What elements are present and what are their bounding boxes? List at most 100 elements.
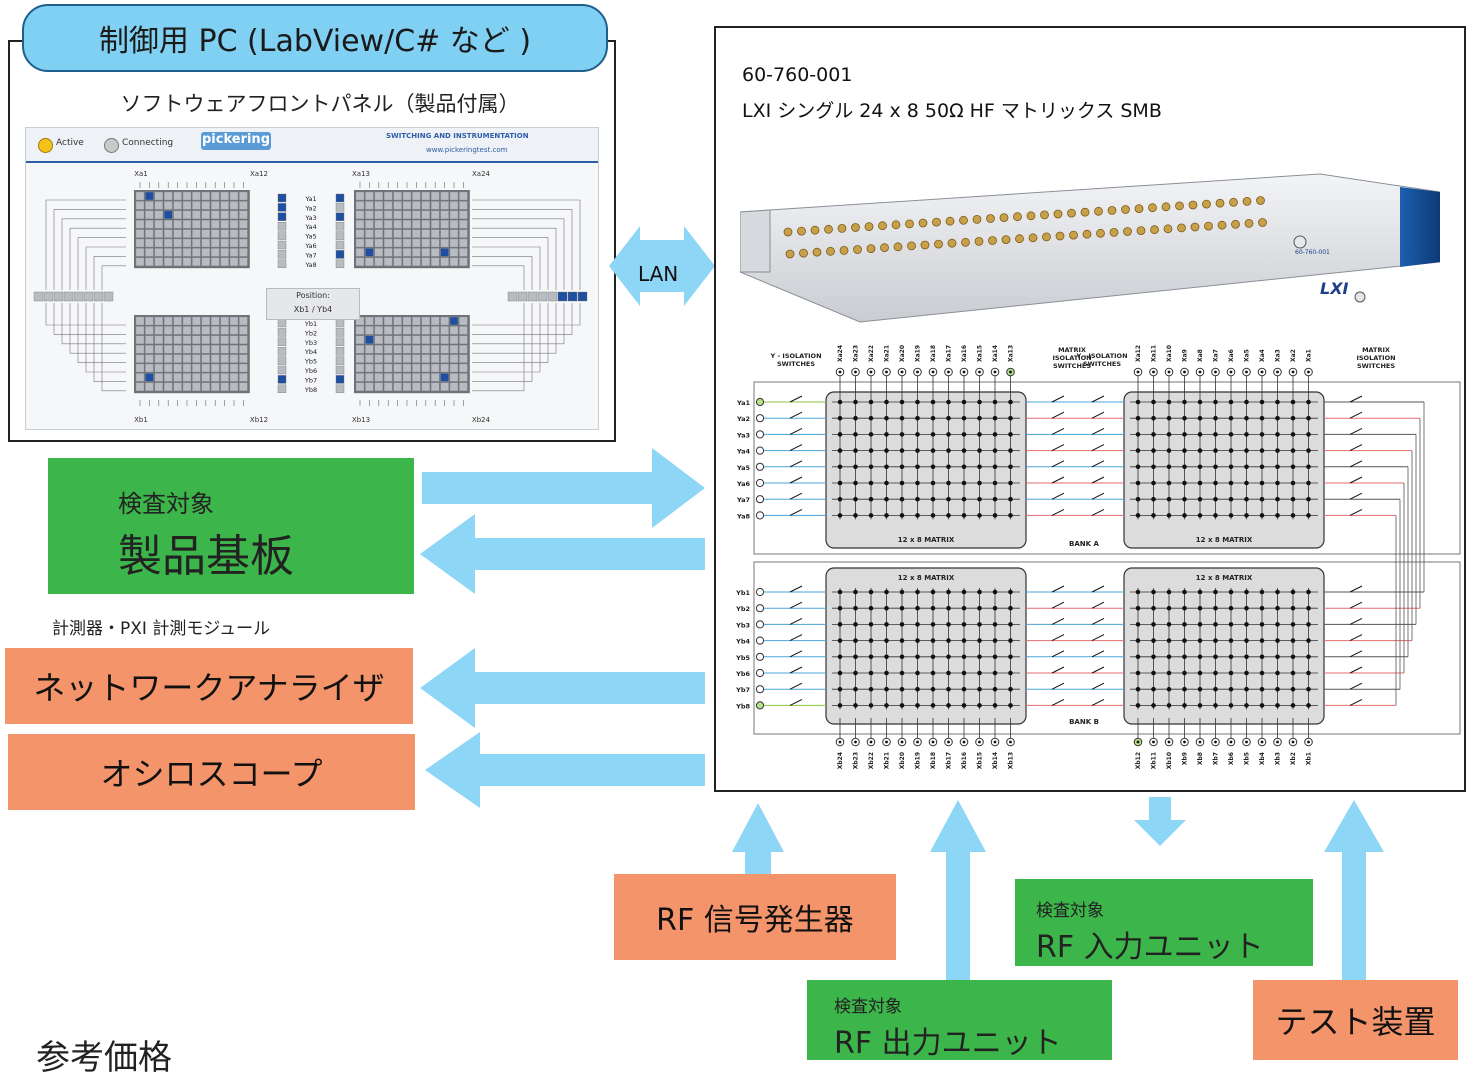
panel-switch-cell xyxy=(402,373,412,382)
panel-switch-cell xyxy=(220,248,229,257)
panel-switch-cell xyxy=(421,382,430,392)
switch-contact-icon xyxy=(789,411,803,419)
smb-connector-icon xyxy=(839,246,849,255)
front-part-number: 60-760-001 xyxy=(1295,249,1330,256)
panel-switch-cell xyxy=(365,363,374,373)
panel-switch-cell xyxy=(384,335,393,345)
panel-switch-cell xyxy=(145,326,154,335)
module-part-number: 60-760-001 xyxy=(742,64,853,86)
panel-route-line xyxy=(472,265,525,290)
xb-terminal-label: Xb17 xyxy=(946,752,953,769)
crosspoint-dot-icon xyxy=(915,703,920,708)
panel-bus-cell xyxy=(43,291,54,302)
crosspoint-dot-icon xyxy=(1135,399,1141,405)
panel-switch-cell xyxy=(355,326,365,335)
crosspoint-dot-icon xyxy=(868,686,874,692)
panel-bus-cell xyxy=(527,291,538,302)
panel-route-line xyxy=(77,303,126,363)
panel-switch-cell xyxy=(459,238,468,248)
crosspoint-dot-icon xyxy=(977,703,982,708)
panel-x-label: Xa12 xyxy=(250,170,268,178)
smb-connector-icon xyxy=(1107,206,1117,215)
panel-switch-cell xyxy=(365,373,374,382)
panel-switch-cell xyxy=(431,229,440,238)
panel-switch-cell xyxy=(440,354,449,363)
panel-switch-cell xyxy=(355,382,365,392)
crosspoint-dot-icon xyxy=(977,686,982,692)
panel-switch-cell xyxy=(402,382,412,392)
crosspoint-dot-icon xyxy=(1197,670,1203,676)
switch-contact-icon xyxy=(1349,427,1363,435)
panel-route-line xyxy=(101,303,126,392)
panel-y-switch xyxy=(335,259,345,269)
panel-switch-cell xyxy=(393,229,402,238)
panel-switch-cell xyxy=(440,344,449,354)
crosspoint-dot-icon xyxy=(1306,415,1311,421)
crosspoint-dot-icon xyxy=(992,513,998,518)
panel-switch-cell xyxy=(135,248,145,257)
crosspoint-dot-icon xyxy=(1290,513,1296,518)
panel-switch-cell xyxy=(210,335,220,345)
crosspoint-dot-icon xyxy=(1213,399,1218,405)
panel-switch-cell xyxy=(192,191,201,201)
x-terminal-pin-icon xyxy=(1183,370,1186,374)
crosspoint-dot-icon xyxy=(899,480,905,486)
panel-switch-cell xyxy=(412,326,421,335)
smb-connector-icon xyxy=(1161,202,1171,212)
crosspoint-dot-icon xyxy=(930,654,936,660)
crosspoint-dot-icon xyxy=(1244,480,1249,486)
crosspoint-dot-icon xyxy=(915,480,920,486)
switch-contact-icon xyxy=(1091,508,1105,516)
panel-switch-cell xyxy=(229,257,239,267)
panel-switch-cell xyxy=(229,382,239,392)
crosspoint-dot-icon xyxy=(1182,605,1187,611)
crosspoint-dot-icon xyxy=(992,686,998,692)
panel-switch-cell xyxy=(384,344,393,354)
crosspoint-dot-icon xyxy=(868,703,874,708)
crosspoint-dot-icon xyxy=(1290,589,1296,595)
panel-switch-cell xyxy=(239,335,248,345)
panel-switch-cell xyxy=(210,201,220,210)
panel-switch-cell xyxy=(440,257,449,267)
switch-contact-icon xyxy=(1349,476,1363,484)
crosspoint-dot-icon xyxy=(992,496,998,502)
panel-switch-cell xyxy=(393,316,402,326)
panel-route-line xyxy=(472,303,581,326)
matrix-isolation-switches-label: SWITCHES xyxy=(1053,362,1091,370)
switch-contact-icon xyxy=(789,476,803,484)
crosspoint-dot-icon xyxy=(1213,415,1218,421)
panel-switch-cell xyxy=(421,201,430,210)
panel-switch-cell xyxy=(239,248,248,257)
crosspoint-dot-icon xyxy=(1244,513,1249,518)
crosspoint-dot-icon xyxy=(837,654,843,660)
panel-switch-cell xyxy=(145,248,154,257)
crosspoint-dot-icon xyxy=(1151,670,1156,676)
x-terminal-pin-icon xyxy=(1307,370,1310,374)
panel-switch-cell xyxy=(459,220,468,229)
crosspoint-dot-icon xyxy=(837,513,843,518)
panel-switch-cell xyxy=(365,354,374,363)
xa-terminal-label: Xa21 xyxy=(884,345,891,362)
crosspoint-dot-icon xyxy=(1290,399,1296,405)
panel-switch-cell xyxy=(355,316,365,326)
x-terminal-pin-icon xyxy=(885,740,888,744)
crosspoint-dot-icon xyxy=(1008,589,1013,595)
panel-switch-cell xyxy=(145,382,154,392)
panel-switch-cell xyxy=(459,354,468,363)
panel-ya-label: Ya4 xyxy=(304,223,316,231)
panel-switch-cell xyxy=(192,229,201,238)
x-terminal-pin-icon xyxy=(1276,740,1279,744)
crosspoint-dot-icon xyxy=(1151,448,1156,453)
crosspoint-dot-icon xyxy=(884,703,889,708)
x-terminal-pin-icon xyxy=(1214,370,1217,374)
panel-switch-cell xyxy=(459,382,468,392)
crosspoint-dot-icon xyxy=(1275,605,1280,611)
panel-switch-cell xyxy=(201,238,211,248)
switch-contact-icon xyxy=(1349,650,1363,658)
panel-switch-cell xyxy=(421,238,430,248)
smb-connector-icon xyxy=(797,226,806,236)
crosspoint-dot-icon xyxy=(977,464,982,470)
crosspoint-dot-icon xyxy=(1213,480,1218,486)
smb-connector-icon xyxy=(934,239,943,249)
switch-contact-icon xyxy=(1091,682,1105,690)
